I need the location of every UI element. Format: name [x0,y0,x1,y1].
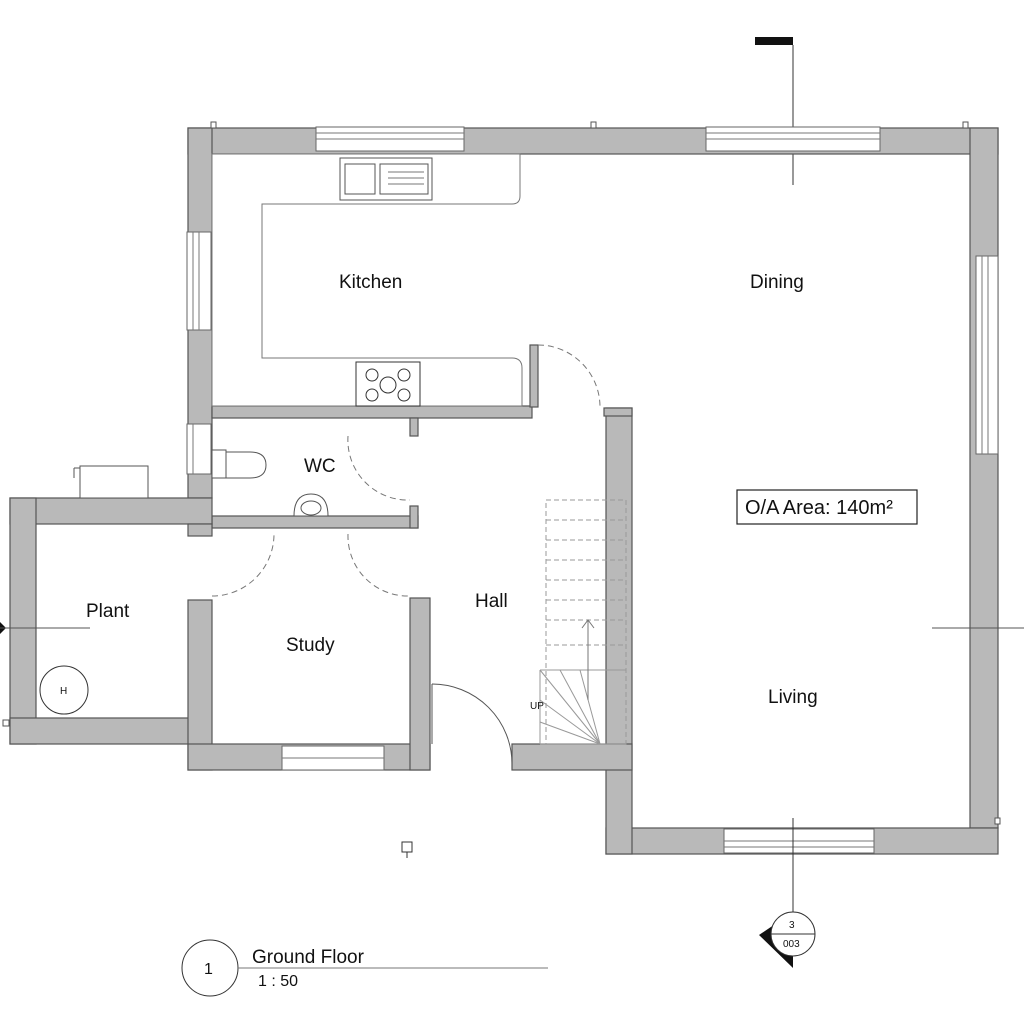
drawing-scale: 1 : 50 [258,973,298,990]
area-label: O/A Area: 140m² [745,497,893,519]
plant-fixtures: H [39,465,149,715]
kitchen-counter [211,153,523,407]
misc-marks [0,121,1024,858]
hob-icon [355,361,421,407]
toilet-icon [211,449,267,479]
room-label-dining: Dining [750,272,804,293]
room-label-kitchen: Kitchen [339,272,402,293]
boiler-icon [39,665,89,715]
area-box: O/A Area: 140m² [736,489,918,525]
basin-icon [293,493,329,517]
title-block: 1 Ground Floor 1 : 50 [181,939,548,997]
room-labels: Kitchen Dining WC Plant Study Hall Livin… [86,272,818,708]
wc-fixtures [211,449,329,517]
section-number: 3 [789,920,795,931]
drawing-title: Ground Floor [252,947,365,968]
doors [211,344,601,765]
section-marker: 3 003 [759,818,816,968]
boiler-label: H [60,686,67,697]
drawing-number: 1 [204,961,213,978]
staircase: UP [530,499,627,745]
room-label-plant: Plant [86,601,130,622]
room-label-study: Study [286,635,335,656]
room-label-living: Living [768,687,818,708]
windows [186,126,999,854]
section-line-top [755,37,794,185]
section-sheet: 003 [783,939,800,950]
stair-up-label: UP [530,701,544,712]
room-label-wc: WC [304,456,336,477]
heat-pump-icon [79,465,149,499]
room-label-hall: Hall [475,591,508,612]
